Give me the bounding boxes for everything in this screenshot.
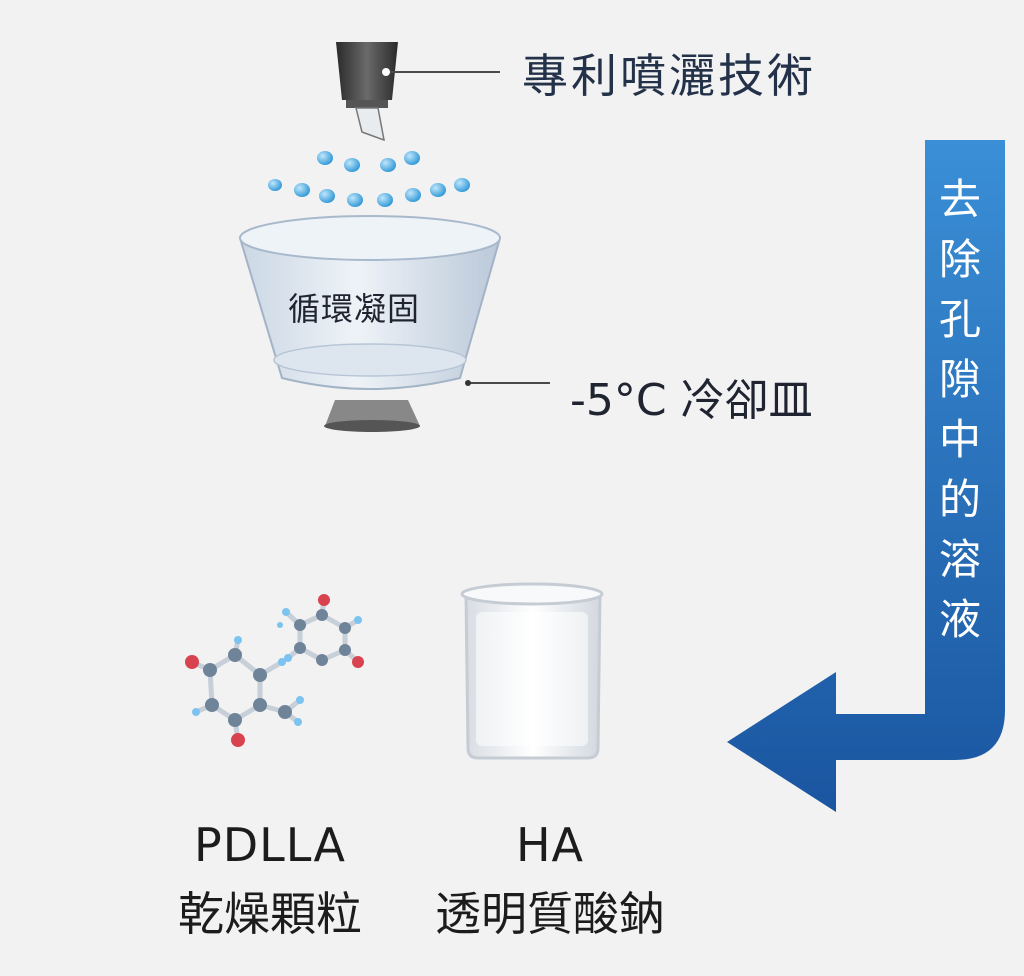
arrow-char: 的: [938, 475, 981, 524]
ha-description: 透明質酸鈉: [435, 887, 665, 941]
ha-name: HA: [515, 818, 585, 872]
arrow-char: 隙: [938, 355, 981, 404]
arrow-char: 中: [938, 415, 981, 464]
arrow-char: 除: [938, 235, 981, 284]
arrow-char: 溶: [938, 535, 981, 584]
dish-label: 循環凝固: [288, 290, 421, 328]
pdlla-molecule-icon: [185, 636, 304, 747]
arrow-char: 液: [938, 595, 981, 644]
arrow-char: 孔: [938, 295, 981, 344]
second-molecule-icon: [277, 594, 364, 668]
title-text: 專利噴灑技術: [522, 49, 816, 103]
spray-droplets: [268, 151, 470, 207]
temperature-label: -5°C 冷卻皿: [570, 375, 813, 426]
process-arrow-icon: [727, 140, 1005, 812]
arrow-label: 去 除 孔 隙 中 的 溶 液: [930, 170, 990, 650]
pdlla-description: 乾燥顆粒: [178, 887, 362, 941]
ha-beaker-icon: [460, 582, 604, 760]
arrow-char: 去: [938, 175, 981, 224]
cooling-dish-icon: [238, 215, 502, 432]
pdlla-name: PDLLA: [194, 818, 346, 872]
spray-nozzle-icon: [336, 42, 398, 142]
